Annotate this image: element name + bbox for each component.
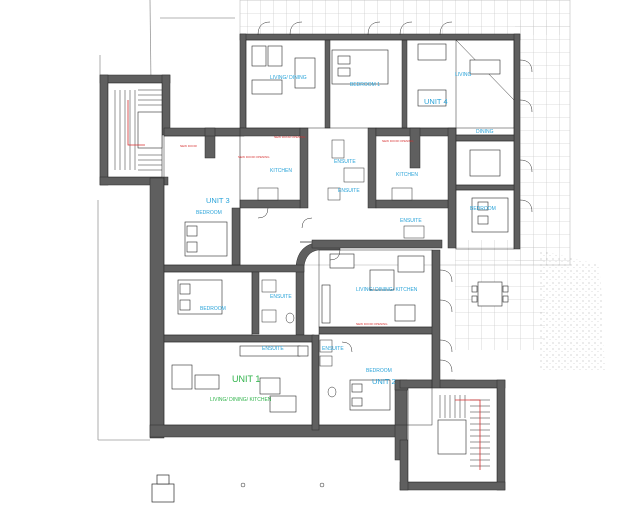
door-swings [257,21,533,373]
label-u3-bedroom: BEDROOM [196,210,222,216]
label-u3-ensuite: ENSUITE [270,294,292,300]
label-unit1: UNIT 1 [232,374,260,384]
note-new-door-opening-4: NEW DOOR OPENING [356,322,388,326]
walls [99,33,521,491]
label-u4-living: LIVING [455,72,472,78]
label-unit3: UNIT 3 [206,196,230,205]
label-unit2: UNIT 2 [372,377,396,386]
label-u2-living: LIVING/ DINING/ KITCHEN [356,287,418,293]
external-paving [239,0,571,350]
note-new-door-opening-3: NEW DOOR OPENING [382,139,414,143]
note-new-door-opening-2: NEW DOOR OPENING [238,155,270,159]
furniture-lower [171,221,509,413]
label-ensuite-mid: ENSUITE [338,188,360,194]
left-stair [107,82,163,178]
label-u2-bedroom: BEDROOM [366,368,392,374]
marker [240,482,246,488]
label-u4-bedroom: BEDROOM [470,206,496,212]
site-boundary [97,0,235,441]
marker [319,482,325,488]
lawn-stipple [540,250,605,372]
label-u1-living: LIVING/ DINING/ KITCHEN [210,397,272,403]
label-unit4: UNIT 4 [424,97,448,106]
label-u4-dining: DINING [476,129,494,135]
sanitary-fixtures [257,139,425,398]
label-kitchen-left: KITCHEN [270,168,292,174]
note-new-door: NEW DOOR [180,144,198,148]
note-new-door-opening-1: NEW DOOR OPENING [274,135,306,139]
furniture-unit4 [251,43,509,233]
label-u4-bedroom1: BEDROOM 1 [350,82,380,88]
label-u1-bedroom: BEDROOM [200,306,226,312]
label-u4-living-dining: LIVING/ DINING [270,75,307,81]
bin-store [151,474,175,503]
label-ensuite-top: ENSUITE [334,159,356,165]
label-ensuite-right: ENSUITE [400,218,422,224]
label-u2-ensuite: ENSUITE [322,346,344,352]
label-u1-ensuite: ENSUITE [262,346,284,352]
right-stair [407,387,498,483]
label-kitchen-right: KITCHEN [396,172,418,178]
